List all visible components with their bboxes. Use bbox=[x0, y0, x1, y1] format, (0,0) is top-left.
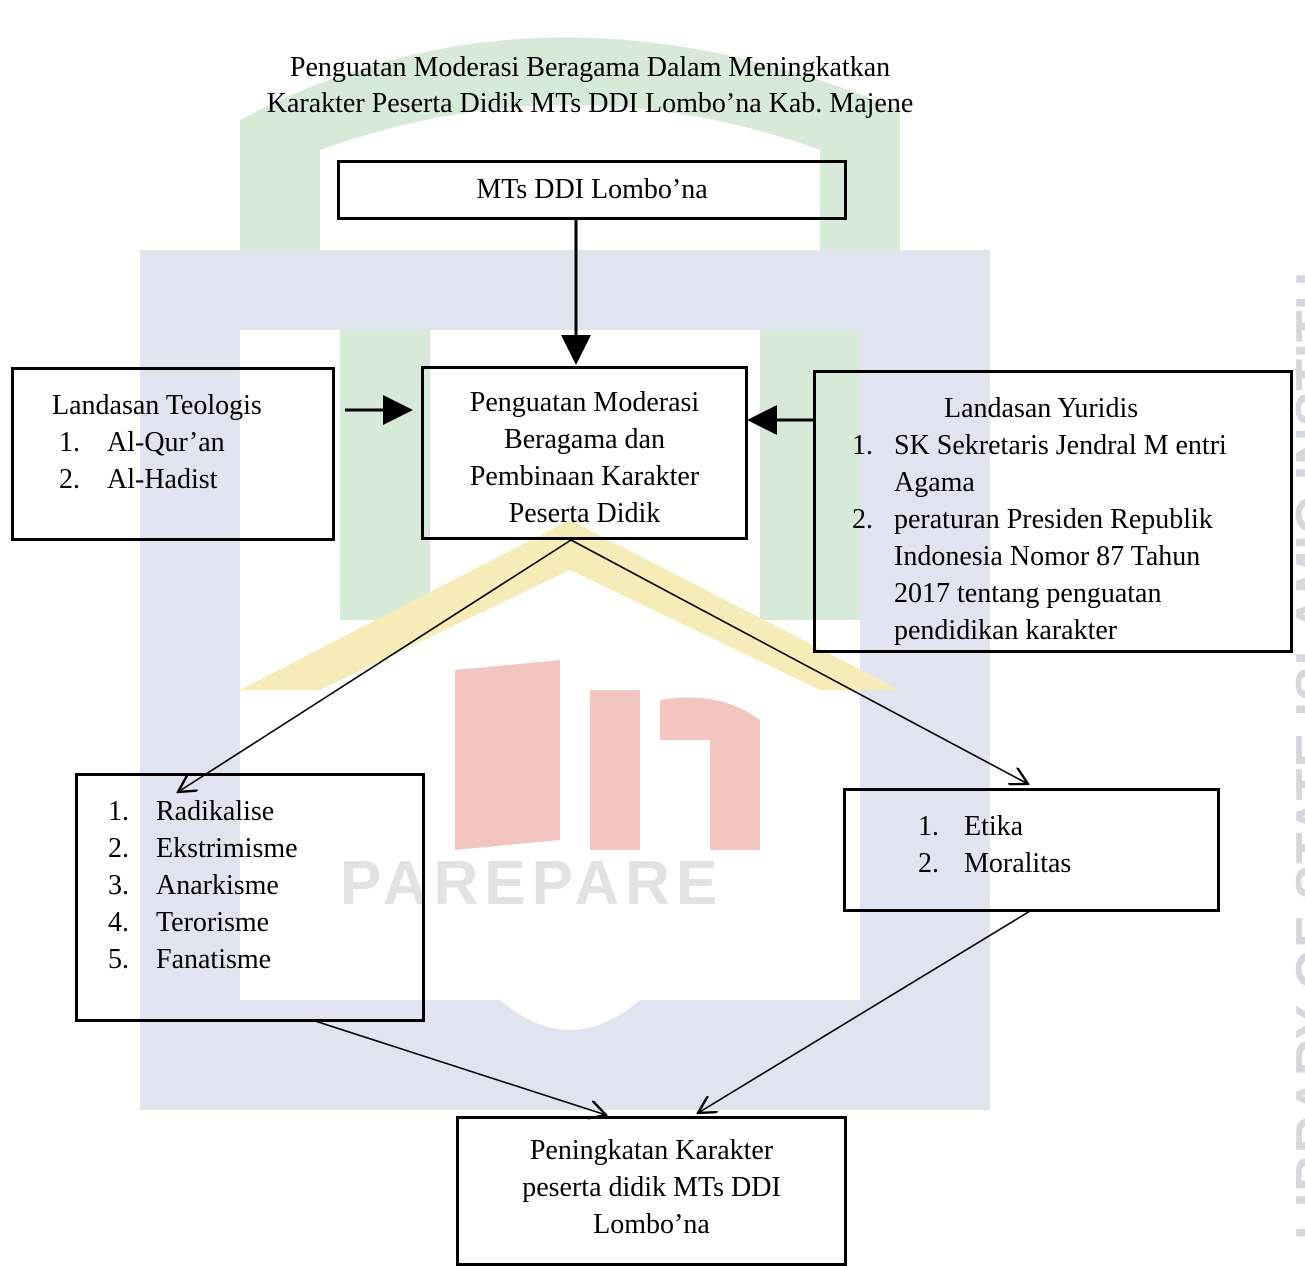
list-item: 1. SK Sekretaris Jendral M entri Agama bbox=[852, 430, 1227, 498]
diagram-title-line-2: Karakter Peserta Didik MTs DDI Lombo’na … bbox=[266, 88, 914, 119]
node-strengthening: Penguatan Moderasi Beragama dan Pembinaa… bbox=[421, 366, 748, 540]
node-juridical-basis: Landasan Yuridis 1. SK Sekretaris Jendra… bbox=[813, 370, 1293, 653]
watermark-center-text: PAREPARE bbox=[340, 849, 724, 918]
node-character-improvement-line-3: Lombo’na bbox=[593, 1209, 710, 1240]
list-item: 2. peraturan Presiden Republik Indonesia… bbox=[852, 504, 1213, 646]
list-item: 2.Al-Hadist bbox=[59, 464, 218, 495]
ethics-list: 1.Etika 2.Moralitas bbox=[846, 808, 1217, 882]
node-character-improvement: Peningkatan Karakter peserta didik MTs D… bbox=[456, 1116, 847, 1266]
list-item: 2.Moralitas bbox=[918, 848, 1072, 879]
node-school: MTs DDI Lombo’na bbox=[337, 160, 847, 220]
list-item: 5.Fanatisme bbox=[108, 944, 272, 975]
list-item: 3.Anarkisme bbox=[108, 870, 279, 901]
extremism-list: 1.Radikalise 2.Ekstrimisme 3.Anarkisme 4… bbox=[78, 793, 422, 978]
node-extremism-list: 1.Radikalise 2.Ekstrimisme 3.Anarkisme 4… bbox=[75, 773, 425, 1022]
theological-heading: Landasan Teologis bbox=[52, 390, 262, 421]
node-character-improvement-line-1: Peningkatan Karakter bbox=[529, 1135, 774, 1166]
node-strengthening-line-3: Pembinaan Karakter bbox=[469, 461, 700, 492]
node-character-improvement-line-2: peserta didik MTs DDI bbox=[522, 1172, 781, 1203]
list-item: 1.Radikalise bbox=[108, 796, 275, 827]
theological-list: 1.Al-Qur’an 2.Al-Hadist bbox=[14, 424, 332, 498]
juridical-heading: Landasan Yuridis bbox=[944, 393, 1139, 424]
list-item: 1.Etika bbox=[918, 811, 1024, 842]
node-strengthening-line-2: Beragama dan bbox=[504, 424, 665, 455]
node-ethics-list: 1.Etika 2.Moralitas bbox=[843, 788, 1220, 912]
juridical-list: 1. SK Sekretaris Jendral M entri Agama 2… bbox=[816, 427, 1290, 649]
list-item: 1.Al-Qur’an bbox=[59, 427, 225, 458]
list-item: 4.Terorisme bbox=[108, 907, 270, 938]
watermark-green-arch bbox=[240, 37, 900, 250]
list-item: 2.Ekstrimisme bbox=[108, 833, 298, 864]
watermark-red-mark bbox=[455, 660, 760, 850]
watermark-green-pillar-left bbox=[340, 330, 430, 620]
node-strengthening-line-1: Penguatan Moderasi bbox=[469, 387, 700, 418]
diagram-title: Penguatan Moderasi Beragama Dalam Mening… bbox=[150, 50, 1030, 122]
node-theological-basis: Landasan Teologis 1.Al-Qur’an 2.Al-Hadis… bbox=[11, 367, 335, 541]
node-school-label: MTs DDI Lombo’na bbox=[476, 174, 708, 205]
node-strengthening-line-4: Peserta Didik bbox=[508, 498, 661, 529]
diagram-title-line-1: Penguatan Moderasi Beragama Dalam Mening… bbox=[289, 52, 891, 83]
